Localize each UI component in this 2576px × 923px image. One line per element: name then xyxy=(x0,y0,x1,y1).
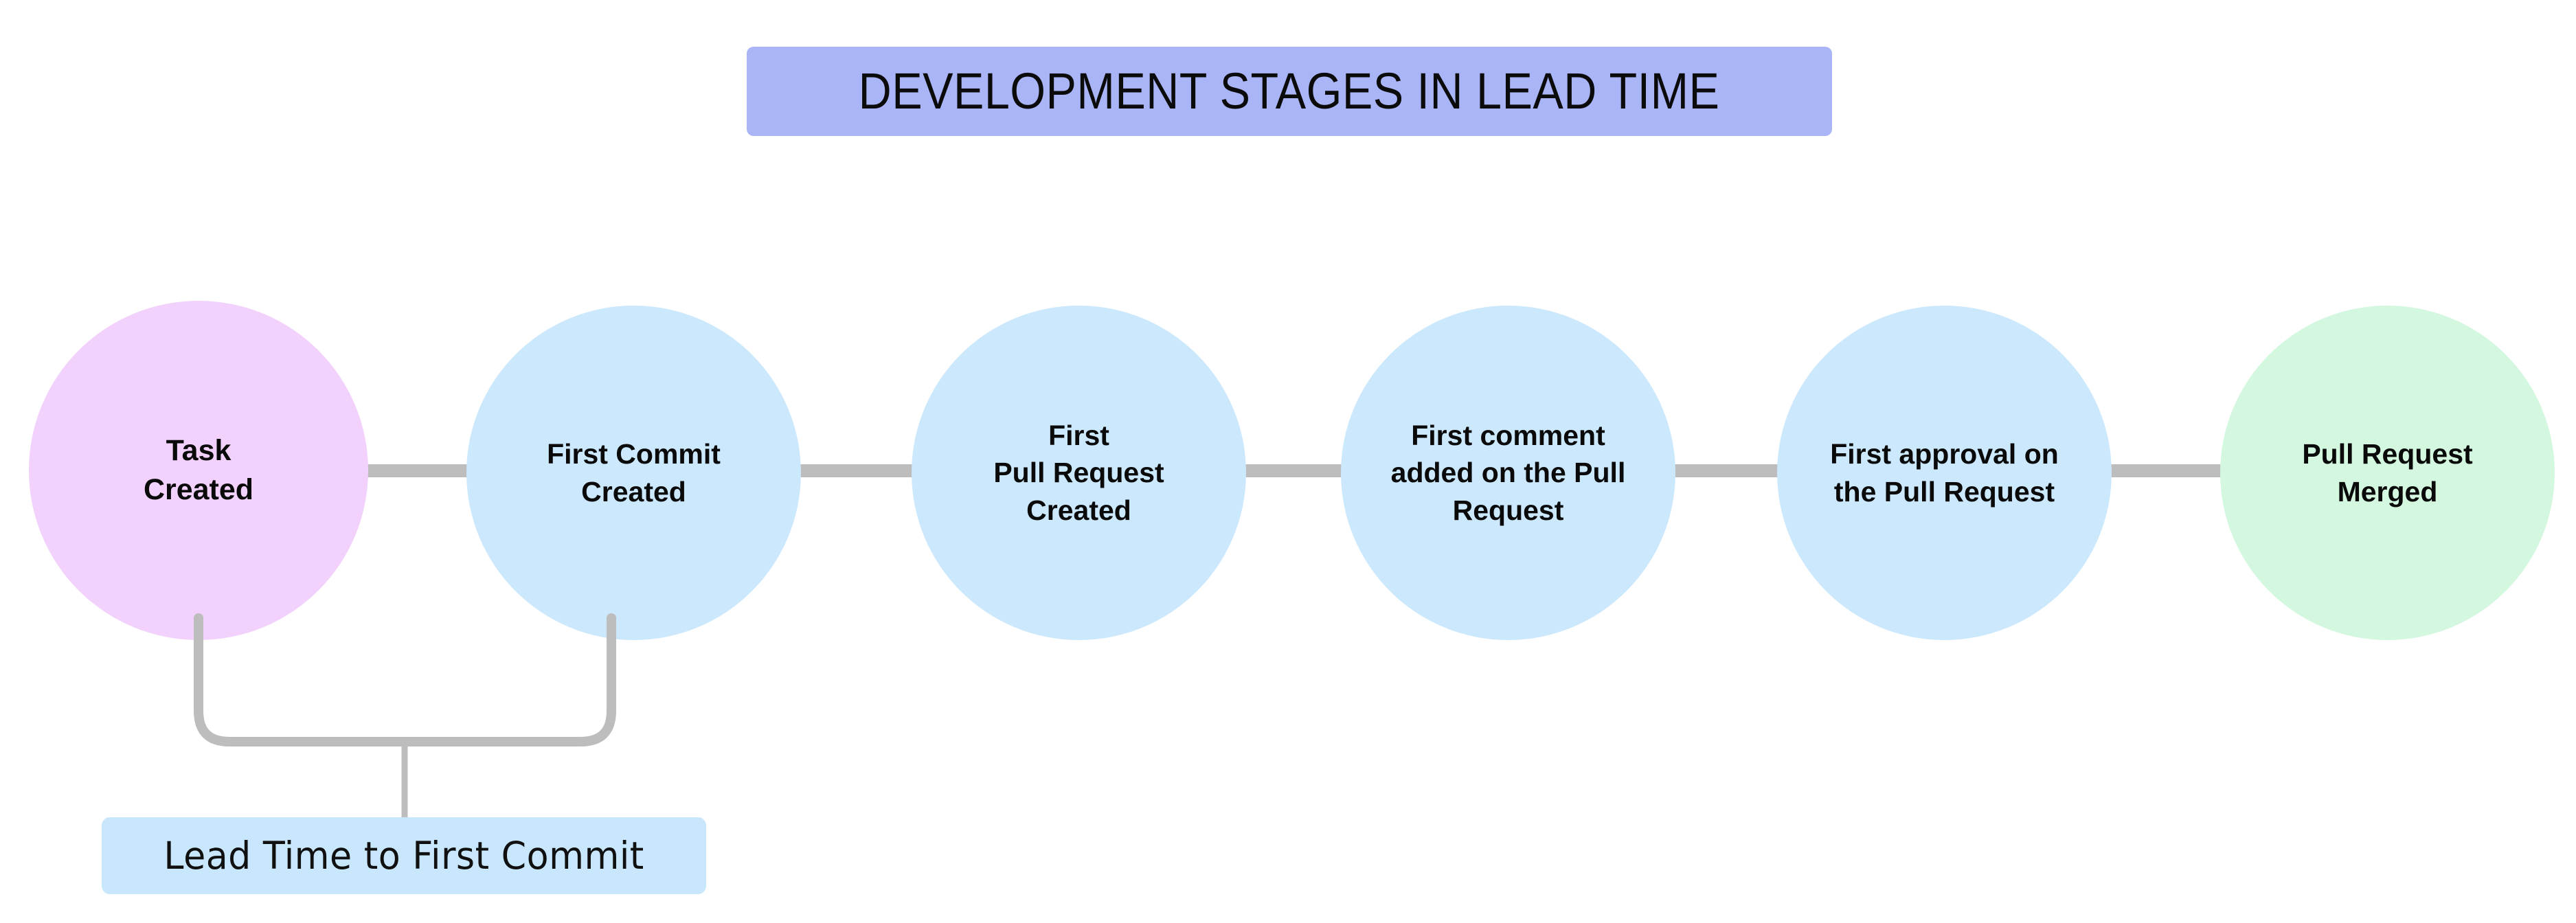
connector-3 xyxy=(1235,464,1352,477)
node-label: Task Created xyxy=(143,434,254,506)
diagram-title-box: DEVELOPMENT STAGES IN LEAD TIME xyxy=(747,47,1832,136)
node-label: First approval on the Pull Request xyxy=(1830,438,2059,508)
connector-5 xyxy=(2101,464,2231,477)
node-label: First Commit Created xyxy=(547,438,721,508)
node-first-pull-request[interactable]: First Pull Request Created xyxy=(912,306,1246,640)
node-first-commit[interactable]: First Commit Created xyxy=(466,306,801,640)
node-task-created[interactable]: Task Created xyxy=(29,301,368,640)
page-title: DEVELOPMENT STAGES IN LEAD TIME xyxy=(859,62,1720,119)
node-label: First Pull Request Created xyxy=(993,420,1164,526)
node-label: First comment added on the Pull Request xyxy=(1390,420,1626,526)
lead-time-bracket xyxy=(194,613,616,819)
node-first-approval[interactable]: First approval on the Pull Request xyxy=(1777,306,2112,640)
connector-4 xyxy=(1664,464,1788,477)
lead-time-annotation-box[interactable]: Lead Time to First Commit xyxy=(102,817,706,894)
node-label: Pull Request Merged xyxy=(2302,438,2473,508)
connector-2 xyxy=(790,464,923,477)
node-first-comment[interactable]: First comment added on the Pull Request xyxy=(1341,306,1675,640)
bracket-path xyxy=(194,613,616,747)
node-pull-request-merged[interactable]: Pull Request Merged xyxy=(2220,306,2555,640)
lead-time-annotation-label: Lead Time to First Commit xyxy=(163,834,644,878)
connector-1 xyxy=(357,464,477,477)
